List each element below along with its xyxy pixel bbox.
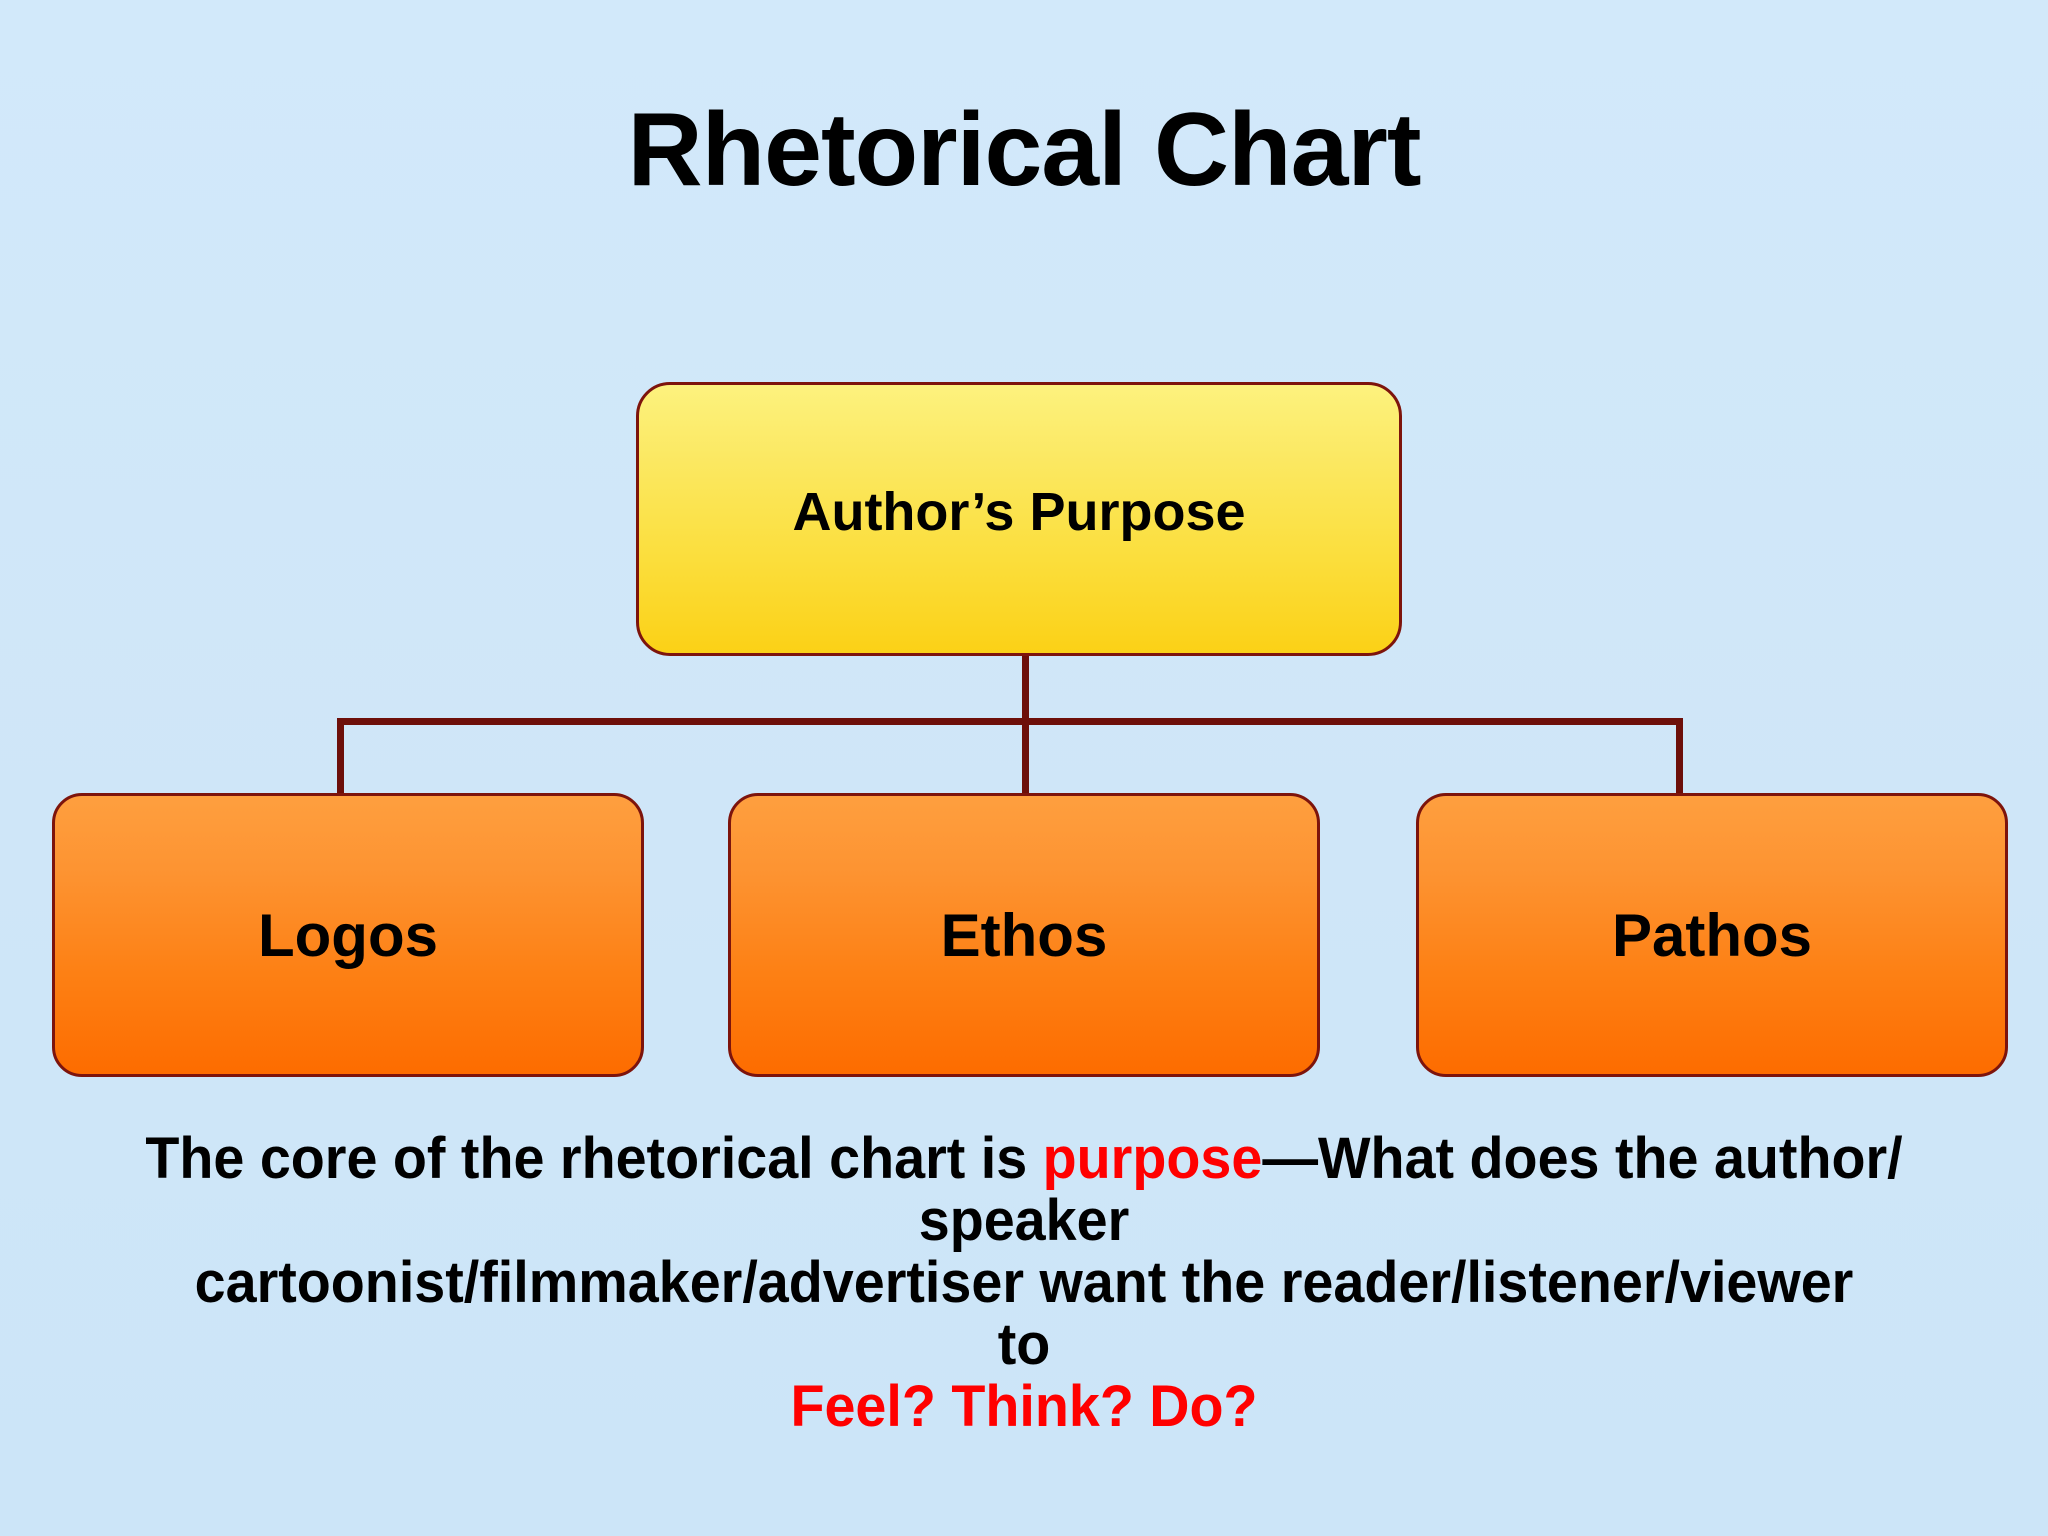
- caption-line-3: cartoonist/filmmaker/advertiser want the…: [194, 1250, 1854, 1316]
- connector-drop-ethos: [1022, 718, 1029, 796]
- node-pathos[interactable]: Pathos: [1416, 793, 2008, 1077]
- caption-line-2: speaker: [918, 1188, 1130, 1254]
- node-authors-purpose[interactable]: Author’s Purpose: [636, 382, 1402, 656]
- node-logos-label: Logos: [258, 901, 438, 969]
- connector-horizontal-bar: [337, 718, 1683, 725]
- node-ethos-label: Ethos: [940, 901, 1108, 969]
- caption-line-5-accent: Feel? Think? Do?: [790, 1374, 1258, 1440]
- caption-line-1: The core of the rhetorical chart is purp…: [41, 1126, 2007, 1191]
- page-title: Rhetorical Chart: [627, 92, 1421, 208]
- connector-root-stem: [1022, 653, 1029, 725]
- caption-line-4: to: [997, 1312, 1051, 1378]
- node-authors-purpose-label: Author’s Purpose: [792, 482, 1246, 542]
- node-ethos[interactable]: Ethos: [728, 793, 1320, 1077]
- caption-line-1-after: —What does the author/: [1262, 1126, 1903, 1191]
- caption-block: The core of the rhetorical chart is purp…: [41, 1126, 2007, 1440]
- node-logos[interactable]: Logos: [52, 793, 644, 1077]
- connector-drop-logos: [337, 718, 344, 796]
- connector-drop-pathos: [1676, 718, 1683, 796]
- node-pathos-label: Pathos: [1611, 901, 1813, 969]
- caption-line-1-before: The core of the rhetorical chart is: [145, 1126, 1043, 1191]
- caption-accent-purpose: purpose: [1042, 1126, 1263, 1191]
